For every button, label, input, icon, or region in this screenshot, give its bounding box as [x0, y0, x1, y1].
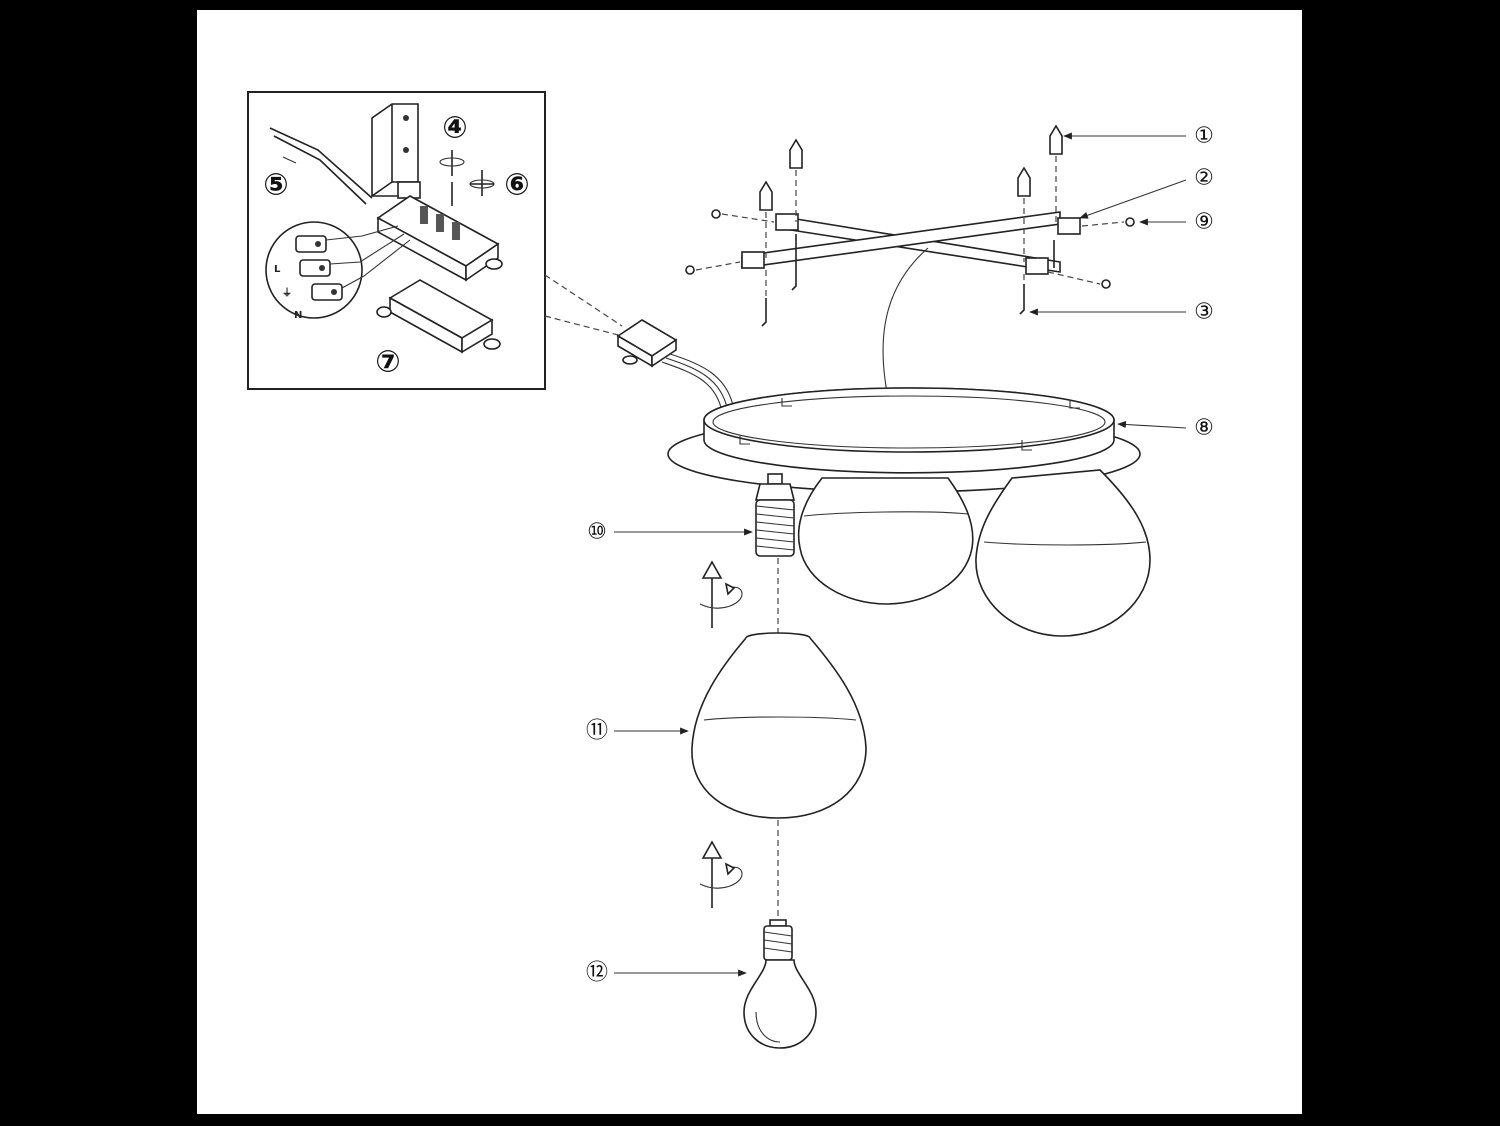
- rotate-arrow-icon: [699, 560, 743, 628]
- part-label-9: ⑨: [1194, 210, 1214, 235]
- screw-4: [439, 150, 465, 206]
- part-label-2: ②: [1194, 166, 1214, 191]
- callout-6: ⑥: [504, 168, 529, 203]
- part-label-1: ①: [1194, 124, 1214, 149]
- terminal-detail-circle: L ⏚ N: [265, 221, 411, 321]
- wire-connector: [616, 319, 735, 413]
- terminal-label-earth: ⏚: [282, 287, 292, 299]
- lamp-holder: [754, 473, 796, 557]
- part-label-3: ③: [1194, 300, 1214, 325]
- cross-bar: [741, 211, 1081, 275]
- part-label-11: ⑪: [586, 719, 608, 744]
- callout-5: ⑤: [263, 168, 288, 203]
- mounting-screws: [685, 209, 1135, 327]
- glass-shade: [691, 632, 867, 819]
- leader-lines: [614, 132, 1187, 977]
- callout-7: ⑦: [375, 345, 400, 380]
- part-label-10: ⑩: [587, 520, 607, 545]
- callout-4: ④: [442, 111, 467, 146]
- canopy-ring: [667, 387, 1141, 493]
- wall-plugs: [759, 124, 1063, 262]
- rotate-arrow-icon: [699, 840, 743, 908]
- mains-cable: [269, 127, 373, 205]
- mounted-shade-left: [797, 477, 974, 605]
- light-bulb: [743, 919, 817, 1049]
- screw-6: [469, 170, 495, 196]
- terminal-label-n: N: [294, 310, 302, 321]
- part-label-8: ⑧: [1194, 416, 1214, 441]
- terminal-block: [376, 195, 503, 282]
- connector-box: [376, 279, 501, 354]
- mounted-shade-right: [975, 469, 1151, 637]
- mounting-bracket: [371, 103, 421, 199]
- part-label-12: ⑫: [586, 961, 608, 986]
- projection-line-bottom: [544, 315, 623, 337]
- wiring-detail-inset: L ⏚ N ④ ⑤ ⑥ ⑦: [247, 91, 546, 390]
- terminal-label-l: L: [274, 264, 281, 275]
- projection-line-top: [544, 274, 623, 327]
